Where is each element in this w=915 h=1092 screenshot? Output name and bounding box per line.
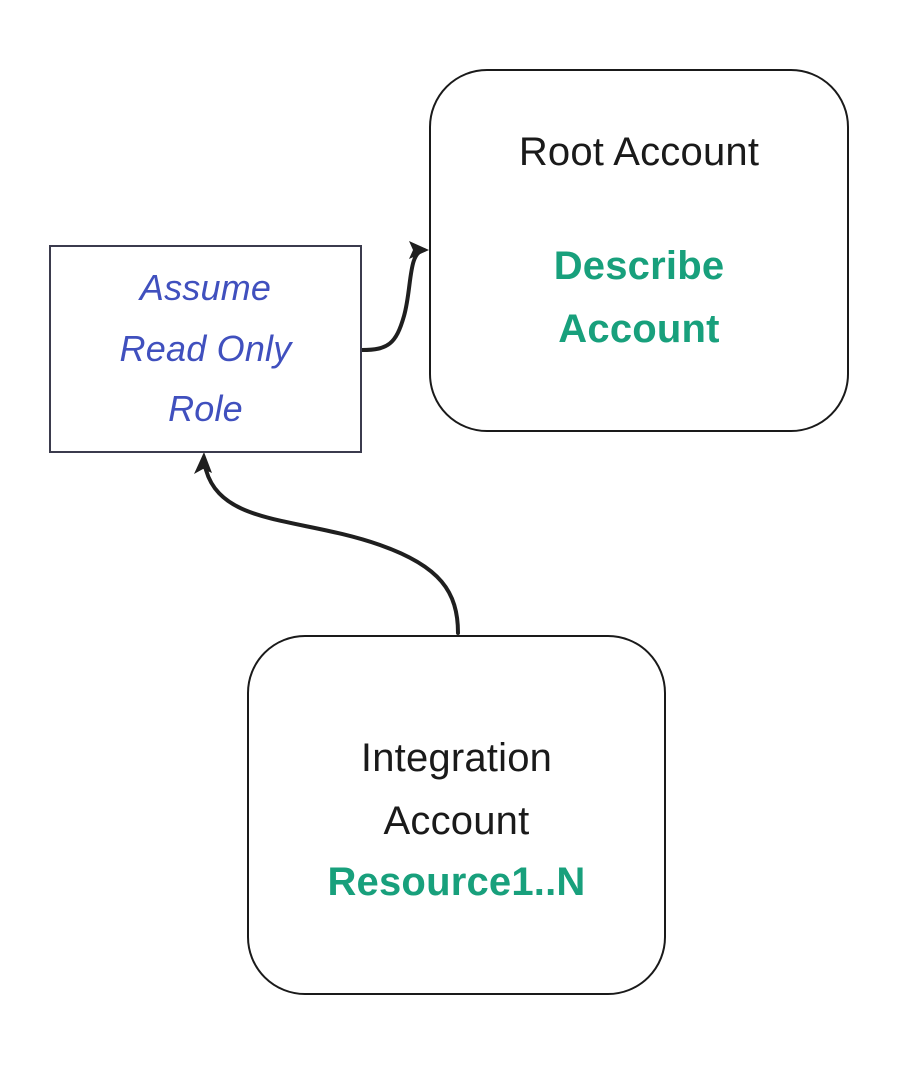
assume-role-label-line1: Assume (139, 267, 272, 309)
node-root-account[interactable]: Root Account Describe Account (429, 69, 849, 432)
node-integration-account[interactable]: Integration Account Resource1..N (247, 635, 666, 995)
assume-role-label: Assume Read Only Role (120, 258, 292, 439)
edge-integration-account-to-assume-role (194, 452, 460, 635)
integration-account-title: Integration Account (361, 727, 552, 853)
edge-assume-role-to-root-account (360, 241, 429, 352)
root-account-title: Root Account (518, 130, 760, 174)
edge-integration-account-to-assume-role-arrowhead (194, 452, 212, 474)
integration-account-title-line1: Integration (360, 736, 553, 780)
root-account-resource: Describe Account (554, 235, 725, 361)
assume-role-label-line3: Role (168, 388, 243, 430)
integration-account-title-line2: Account (383, 799, 530, 844)
root-account-resource-line1: Describe (553, 244, 725, 288)
integration-account-resource: Resource1..N (327, 860, 586, 905)
node-assume-read-only-role[interactable]: Assume Read Only Role (49, 245, 362, 453)
edge-assume-role-to-root-account-arrowhead (409, 241, 429, 259)
assume-role-label-line2: Read Only (119, 327, 292, 369)
edge-integration-account-to-assume-role-path (204, 468, 460, 635)
root-account-resource-line2: Account (558, 307, 720, 352)
edge-assume-role-to-root-account-path (360, 248, 426, 352)
